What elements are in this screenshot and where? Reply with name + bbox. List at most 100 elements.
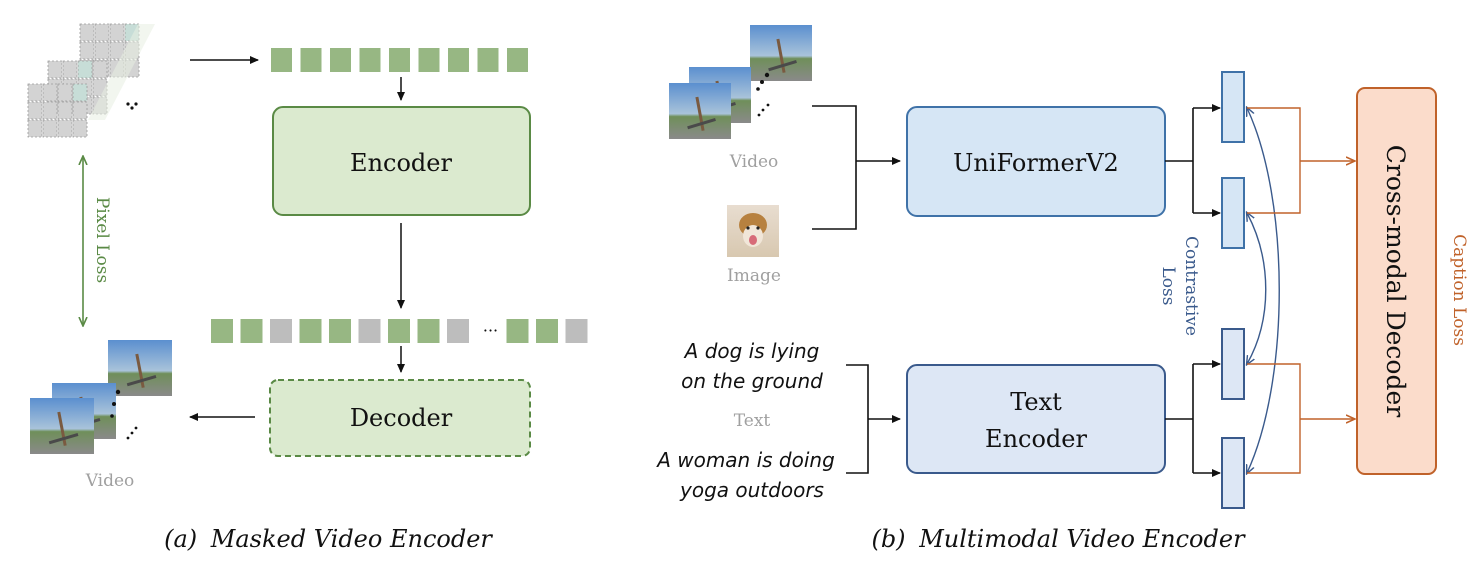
masked-token xyxy=(270,319,292,343)
person-figure xyxy=(687,117,716,130)
visible-token xyxy=(330,48,351,72)
masked-token-row: ··· xyxy=(211,319,588,343)
caption-a-title: Masked Video Encoder xyxy=(210,525,494,553)
panel-multimodal-video-encoder: Video Image UniFormerV2 A dog is lying o… xyxy=(655,25,1469,553)
caption-connector-top xyxy=(1247,107,1301,214)
ellipsis-dot xyxy=(130,431,134,435)
visible-token xyxy=(418,48,440,72)
video-label-a: Video xyxy=(85,471,135,491)
video-feature-token xyxy=(1221,71,1245,143)
token-ellipsis: ··· xyxy=(483,321,498,340)
ellipsis-dot xyxy=(760,80,764,84)
video-frame xyxy=(750,25,812,81)
caption-dog-line-2: on the ground xyxy=(681,369,823,393)
text-feature-token-2 xyxy=(1221,437,1245,509)
text-encoder-box xyxy=(906,364,1166,474)
cross-modal-decoder-box xyxy=(1356,87,1437,475)
panel-masked-video-encoder: Encoder ··· Decoder Pixel Loss Video (a)… xyxy=(27,23,588,553)
video-frame xyxy=(669,83,731,139)
patch xyxy=(92,60,108,79)
caption-woman-line-2: yoga outdoors xyxy=(679,478,824,502)
visible-token xyxy=(359,48,381,72)
visible-token xyxy=(300,48,322,72)
patch xyxy=(47,60,63,79)
cross-modal-decoder-label: Cross-modal Decoder xyxy=(1381,145,1410,418)
patch xyxy=(27,119,43,138)
patch xyxy=(42,101,58,120)
patch xyxy=(109,23,125,42)
patch xyxy=(57,83,73,102)
contrastive-curve-outer xyxy=(1247,108,1280,473)
masked-token xyxy=(447,319,469,343)
encoder-box xyxy=(272,106,531,216)
caption-dog-line-1: A dog is lying xyxy=(683,339,820,363)
patch xyxy=(79,23,95,42)
person-figure xyxy=(48,432,79,445)
patch xyxy=(42,83,58,102)
caption-woman-line-1: A woman is doing xyxy=(655,448,835,472)
reconstructed-video-frames-icon xyxy=(30,340,172,454)
patch xyxy=(72,119,88,138)
visible-token xyxy=(388,319,410,343)
pixel-loss-label: Pixel Loss xyxy=(92,197,112,283)
visible-token xyxy=(329,319,351,343)
caption-a: (a) Masked Video Encoder xyxy=(164,525,493,553)
patch xyxy=(42,119,58,138)
visible-token xyxy=(448,48,469,72)
ellipsis-dot xyxy=(130,106,134,110)
cube-frame-layer xyxy=(27,83,88,138)
text-encoder-block[interactable]: Text Encoder xyxy=(906,364,1166,474)
visible-token xyxy=(389,48,410,72)
contrastive-curve-inner xyxy=(1247,213,1267,364)
visible-token xyxy=(506,319,529,343)
patch xyxy=(72,101,88,120)
patch xyxy=(94,41,110,60)
ellipsis-dot xyxy=(126,436,130,440)
decoder-box xyxy=(269,379,531,457)
visible-token xyxy=(536,319,558,343)
text-captions: A dog is lying on the ground Text A woma… xyxy=(655,339,835,502)
encoder-label: Encoder xyxy=(350,149,452,177)
patch xyxy=(57,101,73,120)
image-label: Image xyxy=(727,266,781,286)
text-merge-bracket xyxy=(846,364,869,474)
text-label: Text xyxy=(734,411,771,431)
caption-b: (b) Multimodal Video Encoder xyxy=(871,525,1246,553)
patch xyxy=(94,23,110,42)
text-encoder-label-line-2: Encoder xyxy=(985,425,1087,453)
ellipsis-dot xyxy=(766,103,770,107)
visible-token xyxy=(299,319,322,343)
ellipsis-dot xyxy=(757,113,761,117)
cross-modal-decoder-block[interactable]: Cross-modal Decoder xyxy=(1356,87,1437,475)
decoder-block[interactable]: Decoder xyxy=(269,379,531,457)
person-figure xyxy=(126,374,157,387)
visible-token xyxy=(477,48,499,72)
visible-token xyxy=(271,48,292,72)
patch xyxy=(79,41,95,60)
svg-text:(a) Masked Video Encod: (a) Masked Video Encoder xyxy=(164,525,493,553)
visible-token xyxy=(417,319,440,343)
caption-a-prefix: (a) xyxy=(164,525,197,553)
ellipsis-dot xyxy=(134,102,138,106)
person-figure xyxy=(768,59,797,72)
video-label-b: Video xyxy=(729,152,779,172)
patch xyxy=(62,60,78,79)
ellipsis-dot xyxy=(761,108,765,112)
ellipsis-dot xyxy=(112,402,116,406)
patch xyxy=(77,60,93,79)
contrastive-loss-label-line-2: Loss xyxy=(1158,267,1178,306)
ellipsis-dot xyxy=(134,426,138,430)
ellipsis-dot xyxy=(110,414,114,418)
uniformerv2-block[interactable]: UniFormerV2 xyxy=(906,106,1166,217)
encoder-block[interactable]: Encoder xyxy=(272,106,531,216)
input-video-frames-icon xyxy=(669,25,812,139)
dog-image-icon xyxy=(727,205,779,257)
ellipsis-dot xyxy=(756,87,760,91)
text-encoder-label-line-1: Text xyxy=(1010,388,1062,416)
visible-token xyxy=(211,319,233,343)
uniformerv2-label: UniFormerV2 xyxy=(953,149,1119,177)
visible-token xyxy=(240,319,263,343)
ellipsis-dot xyxy=(764,72,770,78)
caption-b-prefix: (b) xyxy=(871,525,905,553)
